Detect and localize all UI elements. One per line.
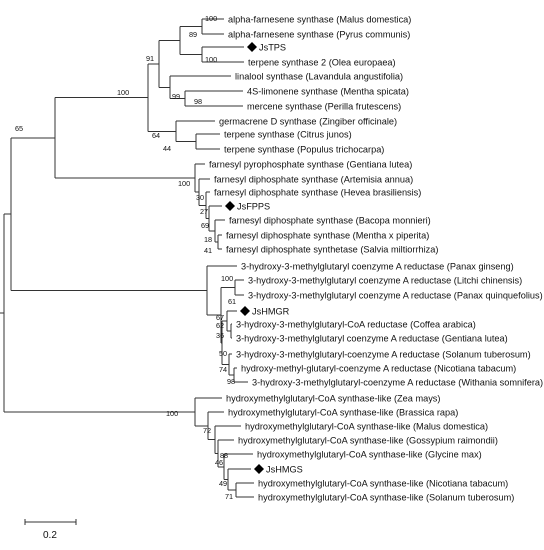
leaf-label: hydroxymethylglutaryl-CoA synthase-like …	[257, 450, 482, 460]
leaf-label: mercene synthase (Perilla frutescens)	[247, 102, 401, 112]
bootstrap-value: 100	[205, 14, 217, 23]
bootstrap-value: 64	[152, 131, 160, 140]
scale-bar: 0.2	[24, 519, 77, 541]
bootstrap-value: 99	[172, 92, 180, 101]
leaf-labels: alpha-farnesene synthase (Malus domestic…	[209, 15, 543, 503]
bootstrap-value: 36	[216, 331, 224, 340]
leaf-label: 3-hydroxy-3-methylglutaryl coenzyme A re…	[236, 334, 508, 344]
leaf-label: hydroxymethylglutaryl-CoA synthase-like …	[228, 408, 458, 418]
leaf-label: terpene synthase 2 (Olea europaea)	[248, 58, 396, 68]
leaf-label: hydroxymethylglutaryl-CoA synthase-like …	[258, 479, 508, 489]
leaf-label: terpene synthase (Citrus junos)	[224, 130, 352, 140]
leaf-label: 3-hydroxy-3-methylglutaryl coenzyme A re…	[241, 262, 514, 272]
bootstrap-value: 27	[200, 207, 208, 216]
leaf-label: hydroxy-methyl-glutaryl-coenzyme A reduc…	[241, 364, 516, 374]
leaf-label: hydroxymethylglutaryl-CoA synthase-like …	[238, 436, 498, 446]
tree-branches	[0, 18, 254, 498]
bootstrap-value: 41	[204, 246, 212, 255]
bootstrap-value: 98	[227, 377, 235, 386]
leaf-label: 3-hydroxy-3-methylglutaryl-coenzyme A re…	[252, 378, 543, 388]
bootstrap-value: 62	[216, 321, 224, 330]
leaf-label: germacrene D synthase (Zingiber officina…	[219, 117, 397, 127]
bootstrap-value: 100	[178, 179, 190, 188]
bootstrap-value: 100	[221, 274, 233, 283]
leaf-label: farnesyl diphosphate synthase (Bacopa mo…	[229, 216, 431, 226]
leaf-label: 3-hydroxy-3-methylglutaryl coenzyme A re…	[248, 276, 522, 286]
leaf-label: JsFPPS	[237, 202, 270, 212]
bootstrap-value: 65	[15, 124, 23, 133]
bootstrap-value: 30	[196, 193, 204, 202]
bootstrap-value: 71	[225, 492, 233, 501]
bootstrap-value: 49	[219, 479, 227, 488]
bootstrap-value: 88	[220, 451, 228, 460]
scale-bar-label: 0.2	[43, 530, 57, 541]
bootstrap-value: 72	[203, 426, 211, 435]
diamond-marker-icon	[247, 42, 257, 52]
leaf-label: farnesyl diphosphate synthase (Mentha x …	[226, 231, 429, 241]
bootstrap-value: 91	[146, 54, 154, 63]
bootstrap-value: 100	[205, 55, 217, 64]
leaf-label: JsHMGS	[266, 465, 303, 475]
bootstrap-value: 100	[166, 409, 178, 418]
bootstrap-value: 67	[216, 313, 224, 322]
leaf-label: farnesyl diphosphate synthase (Hevea bra…	[214, 188, 421, 198]
leaf-label: farnesyl diphosphate synthetase (Salvia …	[226, 245, 438, 255]
leaf-label: linalool synthase (Lavandula angustifoli…	[235, 72, 403, 82]
bootstrap-value: 50	[219, 349, 227, 358]
diamond-marker-icon	[225, 201, 235, 211]
bootstrap-value: 61	[228, 297, 236, 306]
bootstrap-value: 44	[163, 144, 171, 153]
leaf-label: 3-hydroxy-3-methylglutaryl coenzyme A re…	[248, 291, 543, 301]
diamond-marker-icon	[254, 464, 264, 474]
leaf-label: terpene synthase (Populus trichocarpa)	[224, 145, 384, 155]
leaf-label: 3-hydroxy-3-methylglutaryl-coenzyme A re…	[236, 350, 531, 360]
bootstrap-value: 18	[204, 235, 212, 244]
leaf-label: hydroxymethylglutaryl-CoA synthase-like …	[258, 493, 514, 503]
leaf-label: alpha-farnesene synthase (Pyrus communis…	[228, 30, 410, 40]
leaf-label: JsHMGR	[252, 307, 290, 317]
bootstrap-value: 98	[194, 97, 202, 106]
leaf-label: farnesyl diphosphate synthase (Artemisia…	[214, 175, 413, 185]
bootstrap-value: 100	[117, 88, 129, 97]
bootstrap-value: 46	[215, 458, 223, 467]
leaf-label: 4S-limonene synthase (Mentha spicata)	[247, 87, 409, 97]
bootstrap-value: 89	[189, 30, 197, 39]
leaf-label: farnesyl pyrophosphate synthase (Gentian…	[209, 160, 412, 170]
bootstrap-value: 69	[201, 221, 209, 230]
leaf-label: hydroxymethylglutaryl-CoA synthase-like …	[226, 394, 440, 404]
bootstrap-value: 74	[219, 365, 227, 374]
leaf-label: JsTPS	[259, 43, 286, 53]
diamond-marker-icon	[240, 306, 250, 316]
leaf-label: hydroxymethylglutaryl-CoA synthase-like …	[245, 422, 488, 432]
leaf-label: 3-hydroxy-3-methylglutaryl-CoA reductase…	[236, 320, 476, 330]
leaf-label: alpha-farnesene synthase (Malus domestic…	[228, 15, 411, 25]
